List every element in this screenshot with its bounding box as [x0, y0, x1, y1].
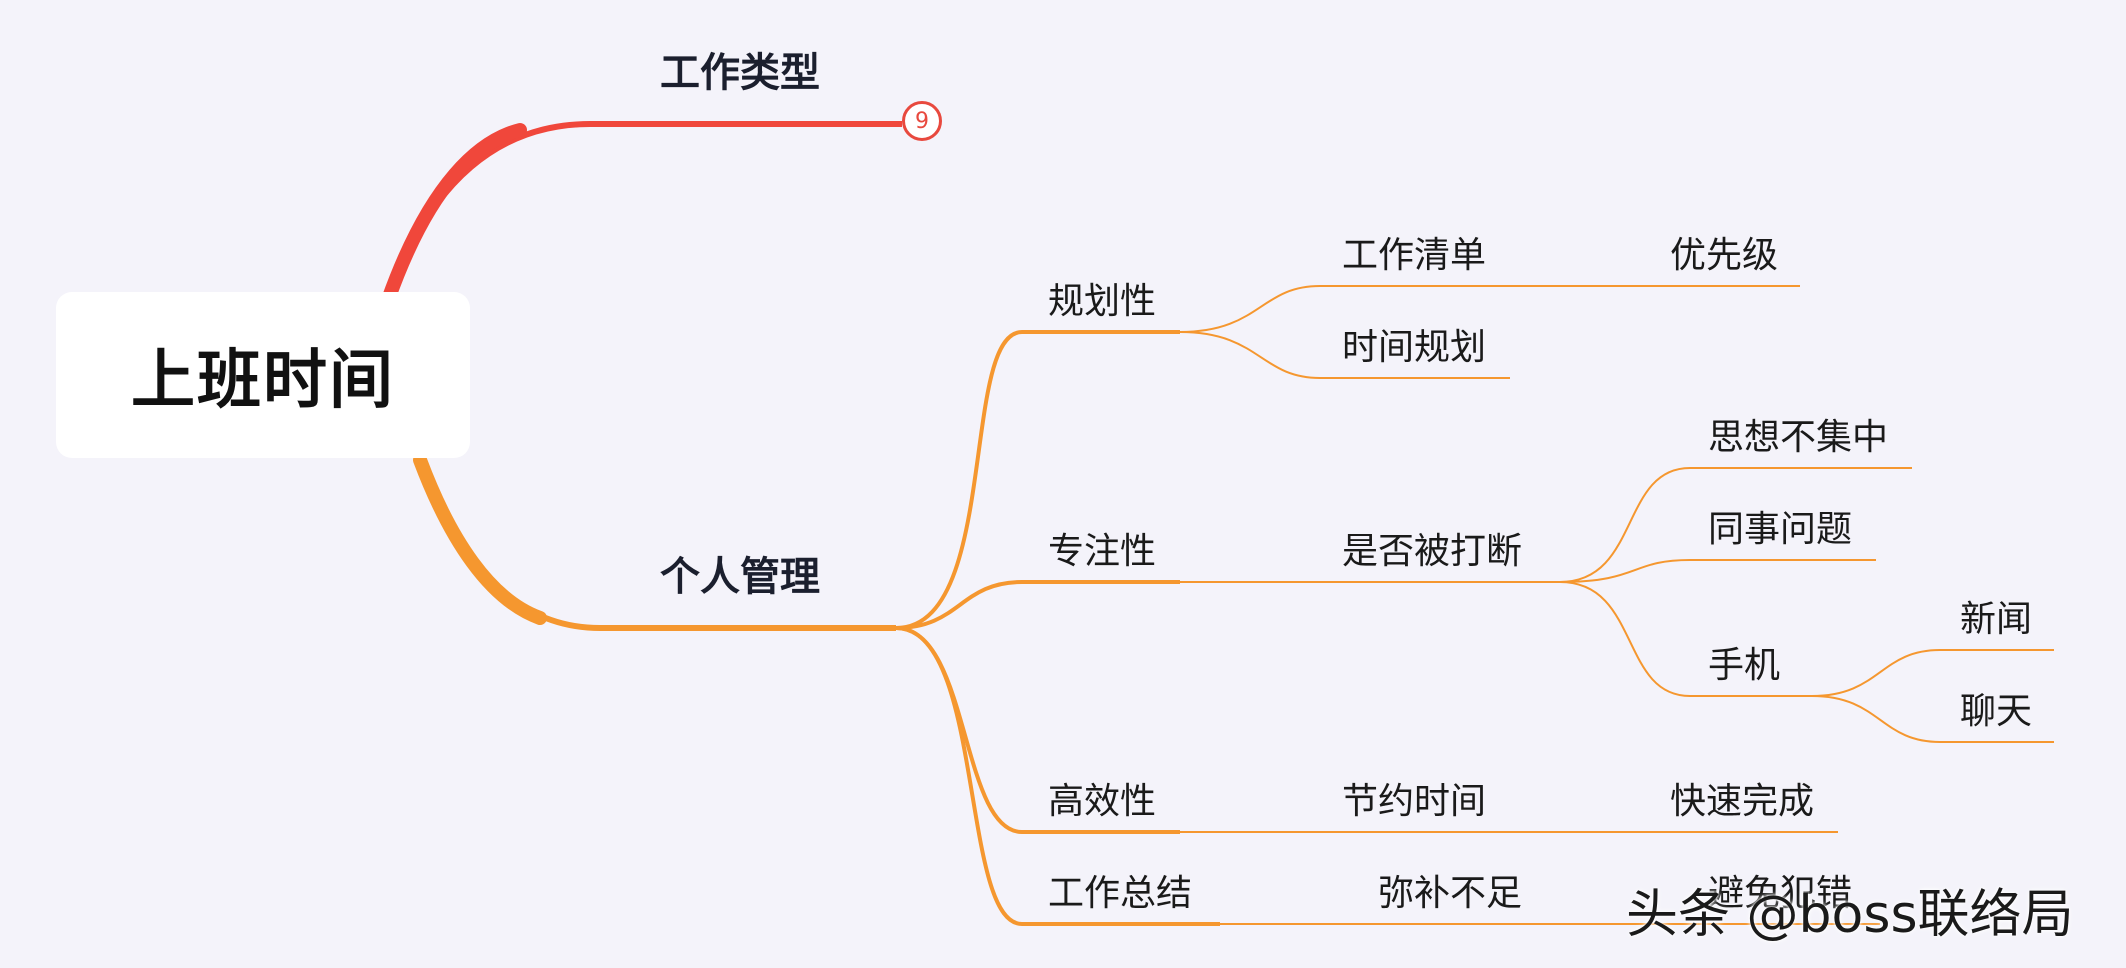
- root-label: 上班时间: [131, 344, 395, 418]
- connector-distracted: [1559, 467, 1912, 583]
- connector-summary: [895, 626, 1220, 926]
- node-distracted[interactable]: 思想不集中: [1708, 417, 1889, 458]
- node-priority[interactable]: 优先级: [1670, 235, 1779, 276]
- node-save-time[interactable]: 节约时间: [1342, 781, 1487, 822]
- watermark: 头条 @boss联络局: [1626, 885, 2074, 945]
- connector-colleague: [1559, 559, 1876, 583]
- node-colleague[interactable]: 同事问题: [1708, 509, 1853, 550]
- node-compensate[interactable]: 弥补不足: [1378, 873, 1523, 914]
- node-planning[interactable]: 规划性: [1048, 281, 1157, 322]
- node-news[interactable]: 新闻: [1960, 599, 2033, 640]
- node-efficiency[interactable]: 高效性: [1048, 781, 1157, 822]
- branch-label-personal[interactable]: 个人管理: [660, 554, 820, 600]
- connector-todo-list: [1179, 285, 1800, 333]
- node-avoid-errors[interactable]: 避免犯错: [1708, 873, 1853, 914]
- connector-planning: [895, 330, 1180, 630]
- branch-line-personal: [417, 458, 896, 631]
- root-node[interactable]: 上班时间: [56, 292, 470, 458]
- connector-focus: [895, 580, 1180, 630]
- connector-news: [1811, 649, 2054, 697]
- branch-label-work-type[interactable]: 工作类型: [660, 50, 820, 96]
- connector-phone: [1559, 581, 1812, 697]
- node-quick-finish[interactable]: 快速完成: [1670, 781, 1815, 822]
- branch-line-work-type: [385, 121, 902, 301]
- branch-taper-personal: [413, 453, 547, 625]
- node-phone[interactable]: 手机: [1708, 645, 1781, 686]
- collapsed-count-badge[interactable]: 9: [902, 101, 942, 141]
- node-focus[interactable]: 专注性: [1048, 531, 1157, 572]
- collapsed-count: 9: [915, 108, 929, 134]
- node-todo-list[interactable]: 工作清单: [1342, 235, 1487, 276]
- node-chat[interactable]: 聊天: [1960, 691, 2033, 732]
- connector-chat: [1811, 695, 2054, 743]
- connector-time-plan: [1179, 331, 1510, 379]
- node-interrupted[interactable]: 是否被打断: [1342, 531, 1523, 572]
- branch-taper-work-type: [381, 123, 527, 307]
- node-time-plan[interactable]: 时间规划: [1342, 327, 1487, 368]
- node-summary[interactable]: 工作总结: [1048, 873, 1193, 914]
